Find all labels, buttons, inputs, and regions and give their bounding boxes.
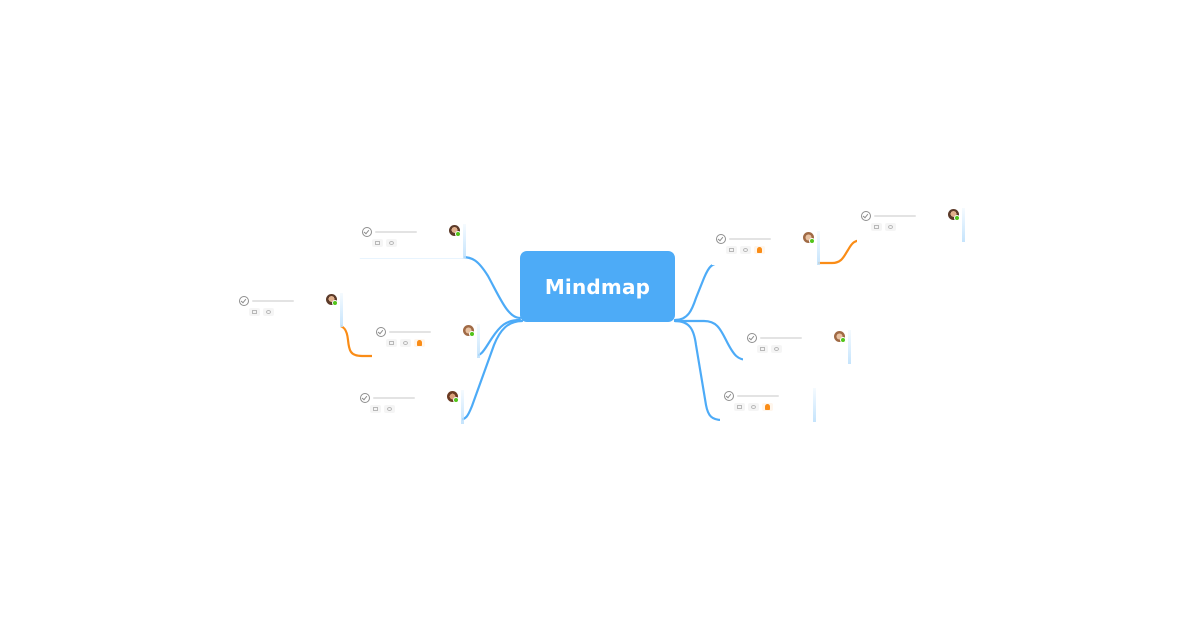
node-edge xyxy=(817,231,820,265)
connector-right-far xyxy=(816,238,962,265)
topic-node[interactable] xyxy=(720,388,816,422)
topic-title-placeholder xyxy=(874,215,916,217)
check-circle-icon[interactable] xyxy=(360,393,370,403)
eye-icon[interactable] xyxy=(740,246,751,254)
topic-node[interactable] xyxy=(712,231,820,265)
check-circle-icon[interactable] xyxy=(239,296,249,306)
connector-right-top xyxy=(673,261,820,322)
avatar[interactable] xyxy=(803,232,815,244)
root-label: Mindmap xyxy=(544,274,651,299)
topic-title-placeholder xyxy=(389,331,431,333)
calendar-icon[interactable] xyxy=(871,223,882,231)
topic-title-placeholder xyxy=(737,395,779,397)
calendar-icon[interactable] xyxy=(726,246,737,254)
node-edge xyxy=(461,390,464,424)
eye-icon[interactable] xyxy=(885,223,896,231)
connector-left-top xyxy=(358,255,522,320)
topic-title-placeholder xyxy=(760,337,802,339)
topic-node[interactable] xyxy=(372,324,480,358)
avatar[interactable] xyxy=(834,331,846,343)
eye-icon[interactable] xyxy=(386,239,397,247)
topic-title-placeholder xyxy=(252,300,294,302)
check-circle-icon[interactable] xyxy=(716,234,726,244)
calendar-icon[interactable] xyxy=(386,339,397,347)
node-edge xyxy=(463,224,466,258)
avatar[interactable] xyxy=(449,225,461,237)
check-circle-icon[interactable] xyxy=(362,227,372,237)
bell-icon[interactable] xyxy=(754,246,765,254)
avatar[interactable] xyxy=(326,294,338,306)
calendar-icon[interactable] xyxy=(370,405,381,413)
node-edge xyxy=(848,330,851,364)
eye-icon[interactable] xyxy=(771,345,782,353)
check-circle-icon[interactable] xyxy=(861,211,871,221)
topic-node[interactable] xyxy=(358,224,466,258)
calendar-icon[interactable] xyxy=(249,308,260,316)
topic-node[interactable] xyxy=(235,293,343,327)
node-edge xyxy=(340,293,343,327)
eye-icon[interactable] xyxy=(400,339,411,347)
check-circle-icon[interactable] xyxy=(376,327,386,337)
eye-icon[interactable] xyxy=(384,405,395,413)
connector-right-bottom xyxy=(673,319,814,422)
connector-left-far xyxy=(236,323,382,358)
root-node[interactable]: Mindmap xyxy=(520,251,675,322)
eye-icon[interactable] xyxy=(263,308,274,316)
calendar-icon[interactable] xyxy=(372,239,383,247)
connector-right-middle xyxy=(673,319,848,362)
topic-title-placeholder xyxy=(373,397,415,399)
check-circle-icon[interactable] xyxy=(724,391,734,401)
bell-icon[interactable] xyxy=(762,403,773,411)
node-edge xyxy=(962,208,965,242)
topic-node[interactable] xyxy=(356,390,464,424)
calendar-icon[interactable] xyxy=(734,403,745,411)
node-edge xyxy=(813,388,816,422)
avatar[interactable] xyxy=(948,209,960,221)
check-circle-icon[interactable] xyxy=(747,333,757,343)
topic-title-placeholder xyxy=(375,231,417,233)
avatar[interactable] xyxy=(447,391,459,403)
node-edge xyxy=(477,324,480,358)
avatar[interactable] xyxy=(463,325,475,337)
topic-node[interactable] xyxy=(743,330,851,364)
calendar-icon[interactable] xyxy=(757,345,768,353)
bell-icon[interactable] xyxy=(414,339,425,347)
topic-title-placeholder xyxy=(729,238,771,240)
eye-icon[interactable] xyxy=(748,403,759,411)
topic-node[interactable] xyxy=(857,208,965,242)
